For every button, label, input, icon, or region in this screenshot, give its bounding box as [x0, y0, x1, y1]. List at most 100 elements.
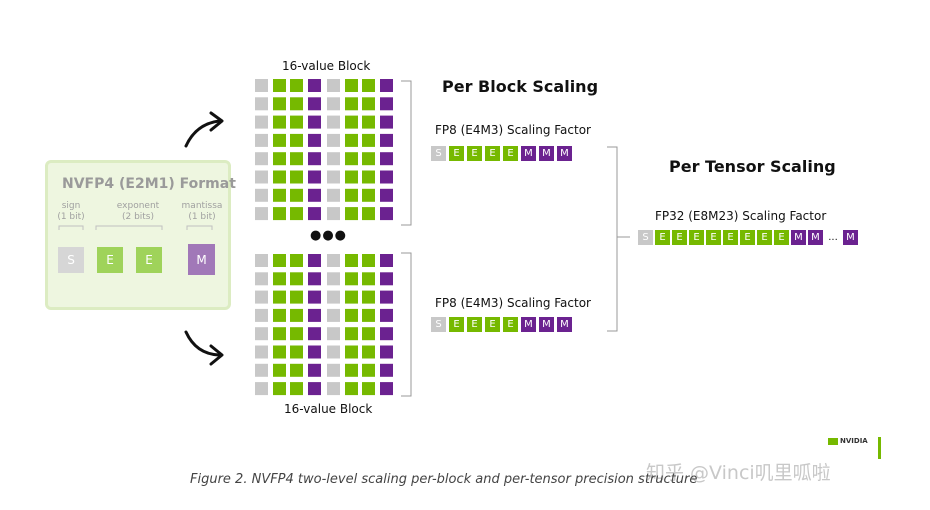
bottom-block-cell	[380, 345, 393, 359]
bottom-block-cell	[255, 363, 268, 377]
nvidia-logo: NVIDIA	[828, 437, 868, 445]
top-block-cell	[327, 207, 340, 221]
fp8-bottom-bit-5: M	[521, 317, 536, 332]
top-block-cell	[362, 115, 375, 129]
bottom-block-cell	[255, 382, 268, 396]
bottom-block-cell	[290, 290, 303, 304]
top-block-cell	[345, 79, 358, 92]
top-block-cell	[290, 207, 303, 221]
bottom-block-cell	[255, 308, 268, 322]
fp32-bit-3: E	[689, 230, 704, 245]
top-block-cell	[255, 133, 268, 147]
fp8-label-bottom: FP8 (E4M3) Scaling Factor	[435, 296, 591, 310]
fp8-label-top: FP8 (E4M3) Scaling Factor	[435, 123, 591, 137]
bottom-block-cell	[290, 382, 303, 396]
top-block-cell	[380, 97, 393, 111]
top-block-cell	[273, 188, 286, 202]
bottom-block-label: 16-value Block	[284, 402, 373, 416]
bottom-block-cell	[327, 308, 340, 322]
fp8-top-bit-6: M	[539, 146, 554, 161]
top-block-cell	[380, 79, 393, 92]
top-block-cell	[290, 79, 303, 92]
top-block-cell	[345, 97, 358, 111]
top-block-cell	[345, 133, 358, 147]
top-block-cell	[290, 152, 303, 166]
bottom-block-cell	[273, 327, 286, 341]
top-block-cell	[362, 79, 375, 92]
arrow-up-icon	[184, 119, 221, 148]
bottom-block-cell	[380, 363, 393, 377]
bottom-block-cell	[290, 254, 303, 267]
top-block-cell	[308, 207, 321, 221]
figure-caption: Figure 2. NVFP4 two-level scaling per-bl…	[190, 472, 698, 487]
fp8-top-bit-3: E	[485, 146, 500, 161]
bottom-block-cell	[327, 272, 340, 286]
fp8-top-bit-2: E	[467, 146, 482, 161]
top-block-cell	[362, 188, 375, 202]
per-tensor-heading: Per Tensor Scaling	[669, 157, 836, 176]
fp32-bit-4: E	[706, 230, 721, 245]
top-block-cell	[255, 115, 268, 129]
fp8-bottom-bit-6: M	[539, 317, 554, 332]
top-block-cell	[273, 79, 286, 92]
top-block-cell	[362, 97, 375, 111]
top-block-cell	[327, 188, 340, 202]
top-block-cell	[308, 115, 321, 129]
bottom-block-cell	[255, 254, 268, 267]
fp8-top-bit-1: E	[449, 146, 464, 161]
bottom-block-cell	[345, 272, 358, 286]
bottom-block-cell	[380, 308, 393, 322]
watermark: 知乎 @Vinci叽里呱啦	[646, 462, 831, 484]
fp32-bit-12: M	[843, 230, 858, 245]
top-block-cell	[380, 170, 393, 184]
ellipsis-dots: ●●●	[310, 228, 348, 243]
bottom-block-cell	[380, 327, 393, 341]
top-block-cell	[290, 188, 303, 202]
fp32-bit-10: M	[808, 230, 823, 245]
bottom-block-cell	[308, 363, 321, 377]
top-block-cell	[273, 170, 286, 184]
fp8-bottom-bit-1: E	[449, 317, 464, 332]
top-block-cell	[380, 207, 393, 221]
per-block-heading: Per Block Scaling	[442, 77, 599, 96]
exponent-label: exponent(2 bits)	[116, 201, 160, 222]
bottom-block-cell	[273, 345, 286, 359]
bottom-block-cell	[362, 363, 375, 377]
top-block-cell	[345, 170, 358, 184]
top-block-cell	[345, 207, 358, 221]
top-block-cell	[380, 115, 393, 129]
bottom-block-cell	[327, 363, 340, 377]
bottom-block-cell	[255, 290, 268, 304]
bottom-block-cell	[273, 382, 286, 396]
bottom-block-cell	[308, 290, 321, 304]
bottom-block-cell	[345, 382, 358, 396]
fp8-top-bit-4: E	[503, 146, 518, 161]
fp8-bottom-bit-7: M	[557, 317, 572, 332]
bottom-block-cell	[362, 290, 375, 304]
bottom-block-cell	[380, 254, 393, 267]
fp32-bit-8: E	[774, 230, 789, 245]
nvfp4-format-box	[45, 160, 231, 310]
top-block-cell	[255, 207, 268, 221]
bottom-block-cell	[273, 308, 286, 322]
top-block-cell	[273, 97, 286, 111]
format-title: NVFP4 (E2M1) Format	[62, 176, 236, 192]
bottom-block-cell	[345, 254, 358, 267]
bottom-block-cell	[327, 345, 340, 359]
bottom-block-cell	[290, 345, 303, 359]
top-block-cell	[327, 170, 340, 184]
mantissa-label: mantissa(1 bit)	[181, 201, 223, 222]
fp32-label: FP32 (E8M23) Scaling Factor	[655, 209, 827, 223]
sign-cell: S	[58, 247, 84, 273]
fp32-bit-5: E	[723, 230, 738, 245]
bottom-block-cell	[273, 272, 286, 286]
bottom-block-cell	[362, 345, 375, 359]
bottom-block-cell	[308, 308, 321, 322]
top-block-cell	[380, 133, 393, 147]
bottom-block-cell	[345, 308, 358, 322]
fp8-bottom-bit-3: E	[485, 317, 500, 332]
top-block-cell	[362, 133, 375, 147]
fp32-bit-0: S	[638, 230, 653, 245]
